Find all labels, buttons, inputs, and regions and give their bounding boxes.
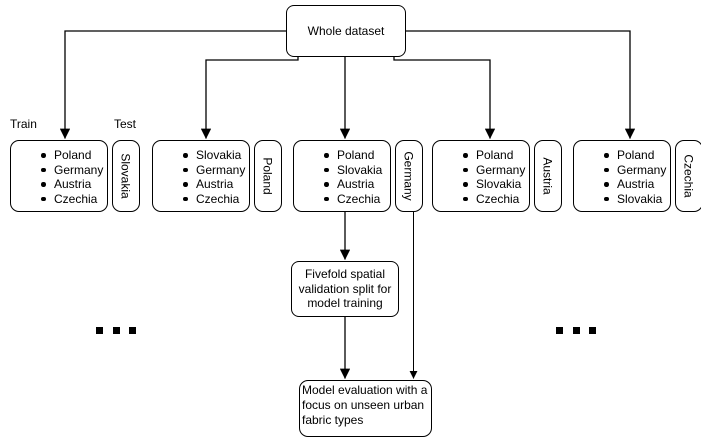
evaluation-line: fabric types [302, 413, 364, 427]
train-list-4: Poland Germany Slovakia Czechia [433, 148, 529, 206]
ellipsis-dot [112, 327, 120, 334]
train-box-5: Poland Germany Austria Slovakia [573, 140, 671, 212]
edge-root-to-fold5 [406, 30, 636, 140]
train-list-5: Poland Germany Austria Slovakia [574, 148, 670, 206]
train-item: Czechia [324, 192, 390, 207]
test-box-5: Czechia [675, 140, 701, 212]
ellipsis-dot [129, 327, 136, 334]
train-item: Germany [183, 163, 249, 178]
fold-group-2: Slovakia Germany Austria Czechia Poland [152, 140, 282, 212]
test-box-2: Poland [254, 140, 282, 212]
train-item: Austria [604, 177, 670, 192]
train-item: Czechia [183, 192, 249, 207]
train-box-2: Slovakia Germany Austria Czechia [152, 140, 250, 212]
ellipsis-dot [96, 327, 103, 334]
ellipsis-dot [589, 327, 596, 334]
validation-split-box: Fivefold spatial validation split for mo… [291, 261, 399, 317]
evaluation-line: Model evaluation with a [302, 383, 428, 397]
test-country-label: Germany [402, 151, 417, 201]
train-item: Austria [41, 177, 107, 192]
train-column-header: Train [10, 117, 37, 131]
evaluation-line: focus on unseen urban [302, 398, 425, 412]
edge-root-to-fold2 [200, 57, 299, 140]
train-item: Germany [463, 163, 529, 178]
edge-root-to-fold4 [393, 57, 496, 140]
train-item: Poland [604, 148, 670, 163]
validation-line: Fivefold spatial [304, 267, 386, 282]
train-item: Germany [41, 163, 107, 178]
test-country-label: Czechia [682, 154, 697, 198]
fold-group-1: Poland Germany Austria Czechia Slovakia [10, 140, 140, 212]
whole-dataset-label: Whole dataset [307, 24, 385, 38]
train-list-1: Poland Germany Austria Czechia [11, 148, 107, 206]
train-item: Czechia [463, 192, 529, 207]
model-evaluation-box: Model evaluation with a focus on unseen … [299, 380, 432, 437]
ellipsis-left-icon [96, 327, 136, 334]
whole-dataset-box: Whole dataset [286, 5, 406, 57]
ellipsis-dot [572, 327, 580, 334]
train-item: Slovakia [183, 148, 249, 163]
train-item: Slovakia [604, 192, 670, 207]
test-country-label: Poland [261, 157, 275, 195]
train-list-2: Slovakia Germany Austria Czechia [153, 148, 249, 206]
train-item: Poland [41, 148, 107, 163]
ellipsis-dot [556, 327, 563, 334]
train-item: Slovakia [463, 177, 529, 192]
test-country-label: Slovakia [119, 153, 134, 199]
validation-line: model training [307, 296, 383, 311]
validation-line: validation split for [298, 281, 392, 296]
test-column-header: Test [114, 117, 137, 131]
ellipsis-right-icon [556, 327, 596, 334]
train-box-3: Poland Slovakia Austria Czechia [293, 140, 391, 212]
fold-group-3: Poland Slovakia Austria Czechia Germany [293, 140, 423, 212]
train-list-3: Poland Slovakia Austria Czechia [294, 148, 390, 206]
edge-root-to-fold1 [59, 30, 286, 140]
test-box-4: Austria [534, 140, 562, 212]
test-country-label: Austria [541, 157, 556, 195]
fold-group-5: Poland Germany Austria Slovakia Czechia [573, 140, 701, 212]
train-box-1: Poland Germany Austria Czechia [10, 140, 108, 212]
test-box-3: Germany [395, 140, 423, 212]
train-item: Czechia [41, 192, 107, 207]
train-item: Germany [604, 163, 670, 178]
train-item: Poland [324, 148, 390, 163]
train-item: Austria [183, 177, 249, 192]
test-box-1: Slovakia [112, 140, 140, 212]
train-item: Slovakia [324, 163, 390, 178]
train-box-4: Poland Germany Slovakia Czechia [432, 140, 530, 212]
train-item: Austria [324, 177, 390, 192]
fold-group-4: Poland Germany Slovakia Czechia Austria [432, 140, 562, 212]
train-item: Poland [463, 148, 529, 163]
